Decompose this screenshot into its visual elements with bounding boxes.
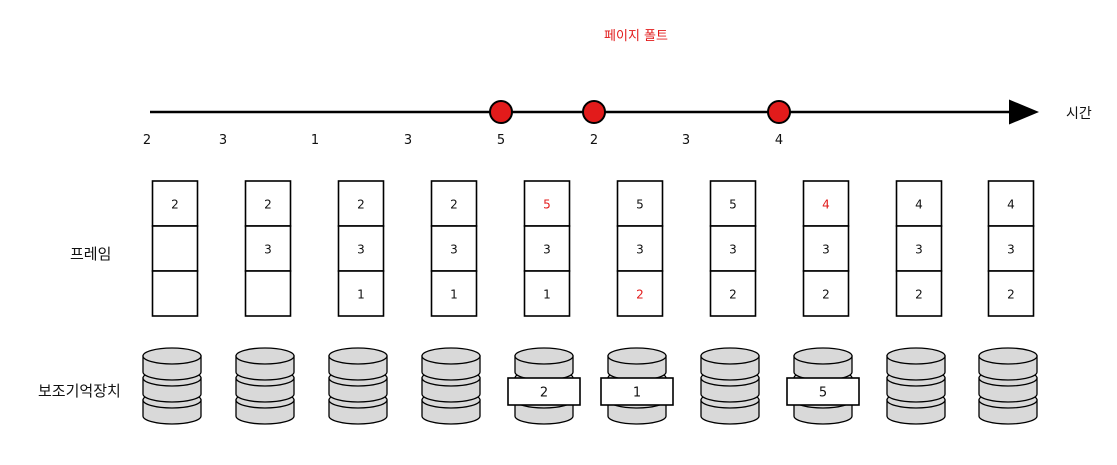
frame-slot	[895, 180, 943, 227]
frame-value: 2	[915, 288, 923, 302]
page-fault-marker	[582, 100, 606, 124]
storage-cylinder	[886, 347, 946, 425]
storage-cylinder	[421, 347, 481, 425]
sequence-item: 3	[404, 133, 412, 148]
frame-value: 1	[543, 288, 551, 302]
frame-slot	[430, 180, 478, 227]
storage-cylinder: 2	[507, 347, 581, 425]
frame-value: 5	[543, 198, 551, 212]
frame-slot	[244, 180, 292, 227]
frame-value: 4	[915, 198, 923, 212]
time-axis-label: 시간	[1066, 106, 1092, 122]
storage-row-label: 보조기억장치	[38, 382, 121, 400]
frame-value: 1	[357, 288, 365, 302]
frame-column: 2	[151, 180, 199, 317]
page-fault-marker	[489, 100, 513, 124]
frame-value: 4	[1007, 198, 1015, 212]
frame-column: 2 3 1	[337, 180, 385, 317]
sequence-item: 3	[219, 133, 227, 148]
frame-value: 3	[915, 243, 923, 257]
frame-value: 2	[357, 198, 365, 212]
storage-cylinder	[235, 347, 295, 425]
frame-slot	[523, 180, 571, 227]
sequence-item: 4	[775, 133, 783, 148]
frame-value: 5	[636, 198, 644, 212]
frame-row-label: 프레임	[70, 245, 111, 263]
sequence-item: 5	[497, 133, 505, 148]
frame-value: 3	[357, 243, 365, 257]
frame-column: 23	[244, 180, 292, 317]
frame-value: 3	[1007, 243, 1015, 257]
swapped-page-value: 1	[633, 386, 641, 401]
frame-slot	[802, 225, 850, 272]
frame-value: 3	[729, 243, 737, 257]
frame-slot	[337, 270, 385, 317]
frame-value: 3	[450, 243, 458, 257]
swapped-page-value: 5	[819, 386, 827, 401]
swapped-page-box	[600, 377, 674, 406]
frame-value: 2	[636, 288, 644, 302]
frame-value: 3	[543, 243, 551, 257]
frame-slot	[430, 270, 478, 317]
diagram-title: 페이지 폴트	[604, 29, 668, 44]
frame-value: 2	[729, 288, 737, 302]
storage-cylinder: 1	[600, 347, 674, 425]
frame-value: 3	[636, 243, 644, 257]
frame-value: 1	[450, 288, 458, 302]
frame-column: 4 3 2	[987, 180, 1035, 317]
frame-value: 5	[729, 198, 737, 212]
frame-value: 2	[264, 198, 272, 212]
frame-slot	[987, 180, 1035, 227]
reference-sequence: 2 3 1 3 5 2 3 4	[143, 133, 783, 148]
frame-slot	[616, 225, 664, 272]
storage-cylinder	[142, 347, 202, 425]
storage-cylinder	[328, 347, 388, 425]
frame-column: 5 3 2	[616, 180, 664, 317]
frame-column: 4 3 2	[802, 180, 850, 317]
frame-slot	[244, 270, 292, 317]
frame-slot	[616, 180, 664, 227]
page-fault-marker	[767, 100, 791, 124]
storage-cylinder	[978, 347, 1038, 425]
frame-column: 2 3 1	[430, 180, 478, 317]
frame-slot	[802, 270, 850, 317]
frame-value: 2	[822, 288, 830, 302]
frame-slot	[337, 180, 385, 227]
swapped-page-box	[507, 377, 581, 406]
storage-cylinder: 5	[786, 347, 860, 425]
swapped-page-box	[786, 377, 860, 406]
frame-value: 2	[171, 198, 179, 212]
frame-slot	[151, 225, 199, 272]
sequence-item: 2	[143, 133, 151, 148]
frame-value: 3	[264, 243, 272, 257]
storage-cylinder	[700, 347, 760, 425]
frame-slot	[151, 180, 199, 227]
frame-slot	[523, 270, 571, 317]
sequence-item: 3	[682, 133, 690, 148]
sequence-item: 2	[590, 133, 598, 148]
frame-value: 4	[822, 198, 830, 212]
frame-slot	[709, 270, 757, 317]
frame-slot	[987, 270, 1035, 317]
frame-value: 2	[450, 198, 458, 212]
fault-markers	[489, 100, 791, 124]
frame-column: 5 3 1	[523, 180, 571, 317]
frame-slot	[895, 270, 943, 317]
secondary-storage-cylinders: 2 1 5	[142, 347, 1038, 425]
frame-slot	[151, 270, 199, 317]
sequence-item: 1	[311, 133, 319, 148]
swapped-page-value: 2	[540, 386, 548, 401]
frame-column: 5 3 2	[709, 180, 757, 317]
frame-slot	[337, 225, 385, 272]
frame-value: 2	[1007, 288, 1015, 302]
frame-column: 4 3 2	[895, 180, 943, 317]
frame-slot	[616, 270, 664, 317]
frame-value: 3	[822, 243, 830, 257]
